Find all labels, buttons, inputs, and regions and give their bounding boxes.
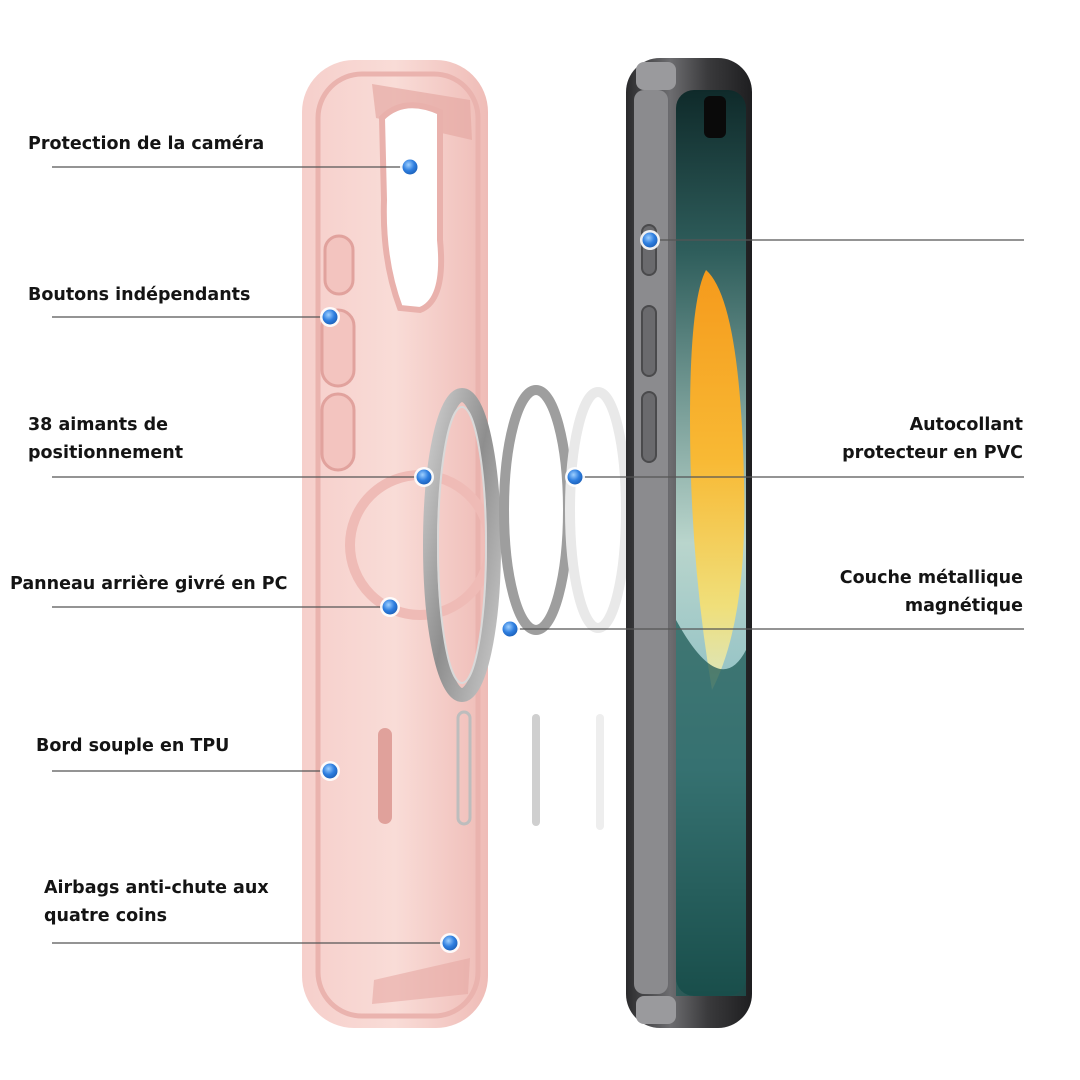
callout-line: positionnement — [28, 443, 184, 463]
marker-tpu-edge — [320, 761, 340, 781]
callout-soft-tpu-edge: Bord souple en TPU — [36, 732, 229, 760]
camera-cutout — [378, 102, 445, 314]
blue-dot-marker-icon — [322, 763, 338, 779]
callout-line: Autocollant — [909, 415, 1023, 435]
marker-pvc — [565, 467, 585, 487]
callout-independent-buttons: Boutons indépendants — [28, 281, 250, 309]
callout-line: Airbags anti-chute aux — [44, 878, 269, 898]
case-bottom-lip — [372, 958, 470, 1004]
callout-line: magnétique — [904, 596, 1023, 616]
callout-line: Bord souple en TPU — [36, 736, 230, 756]
case-button-middle — [320, 308, 356, 388]
case-inner-frame — [315, 71, 481, 1019]
case-bottom-slot — [378, 728, 392, 824]
blue-dot-marker-icon — [382, 599, 398, 615]
magnet-ring-inner — [437, 406, 487, 684]
case-button-bottom — [320, 392, 356, 472]
markers — [320, 157, 660, 953]
phone-button-volume-up — [641, 305, 657, 377]
pvc-sticker-bar — [596, 714, 604, 830]
case-button-top — [323, 234, 355, 296]
blue-dot-marker-icon — [322, 309, 338, 325]
callout-camera-protection: Protection de la caméra — [28, 130, 264, 158]
marker-camera — [400, 157, 420, 177]
phone-button-volume-down — [641, 391, 657, 463]
screen-wallpaper-flame — [690, 270, 745, 690]
callout-positioning-magnets: 38 aimants de positionnement — [28, 411, 183, 467]
phone-notch — [704, 96, 726, 138]
magnet-ring-illustration — [423, 388, 501, 826]
case-back-panel — [302, 60, 488, 1028]
marker-buttons — [320, 307, 340, 327]
metal-layer-bar — [532, 714, 540, 826]
phone-bottom-edge — [636, 996, 676, 1024]
callout-line: Couche métallique — [839, 568, 1023, 588]
blue-dot-marker-icon — [567, 469, 583, 485]
callout-pvc-sticker: Autocollant protecteur en PVC — [842, 411, 1023, 467]
metal-layer-illustration — [499, 385, 573, 826]
marker-phone — [640, 230, 660, 250]
screen-wallpaper-wave — [676, 620, 746, 996]
blue-dot-marker-icon — [442, 935, 458, 951]
phone-top-edge — [636, 62, 676, 90]
callout-line: 38 aimants de — [28, 415, 169, 435]
marker-back-panel — [380, 597, 400, 617]
marker-airbags — [440, 933, 460, 953]
callout-line: Boutons indépendants — [28, 285, 251, 305]
callout-corner-airbags: Airbags anti-chute aux quatre coins — [44, 874, 269, 930]
marker-magnets — [414, 467, 434, 487]
blue-dot-marker-icon — [502, 621, 518, 637]
phone-illustration — [626, 58, 752, 1028]
blue-dot-marker-icon — [416, 469, 432, 485]
blue-dot-marker-icon — [402, 159, 418, 175]
pvc-sticker-ring — [565, 387, 631, 633]
leader-lines — [52, 166, 1024, 944]
callout-magnetic-metal-layer: Couche métallique magnétique — [840, 564, 1023, 620]
blue-dot-marker-icon — [642, 232, 658, 248]
pvc-sticker-illustration — [565, 387, 631, 830]
magnet-ring — [423, 388, 501, 702]
magnet-alignment-bar — [456, 710, 472, 826]
callout-line: Protection de la caméra — [28, 134, 265, 154]
marker-metal-layer — [500, 619, 520, 639]
callout-line: Panneau arrière givré en PC — [10, 574, 288, 594]
phone-case-illustration — [302, 60, 495, 1028]
metal-layer-ring — [499, 385, 573, 635]
callout-frosted-back-panel: Panneau arrière givré en PC — [10, 570, 287, 598]
callout-line: quatre coins — [44, 906, 168, 926]
callout-line: protecteur en PVC — [842, 443, 1023, 463]
